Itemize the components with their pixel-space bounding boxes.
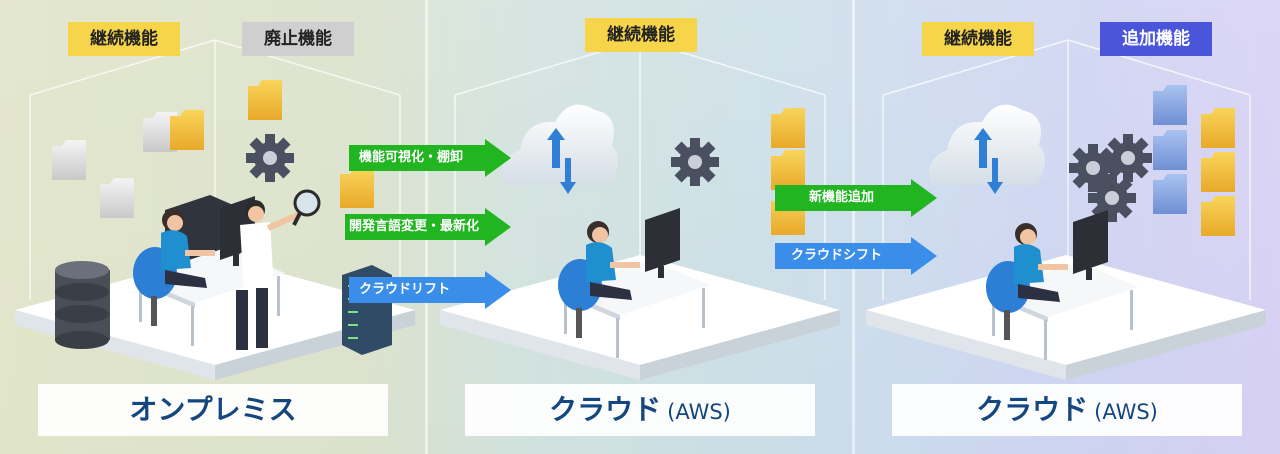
gear-icon [246, 134, 294, 182]
folder-icon [52, 140, 86, 180]
arrow-visualize: 機能可視化・棚卸 [349, 139, 511, 177]
label-aws1: クラウド(AWS) [465, 384, 815, 436]
folder-icon [100, 178, 134, 218]
folder-icon [1201, 152, 1235, 192]
folder-icon [170, 110, 204, 150]
label-text: クラウド [549, 393, 662, 426]
folder-icon [248, 80, 282, 120]
folder-icon [1153, 130, 1187, 170]
cloud-icon [502, 104, 619, 194]
arrow-lift: クラウドリフト [349, 271, 511, 309]
label-aws2: クラウド(AWS) [892, 384, 1242, 436]
folder-icon [1201, 196, 1235, 236]
folder-icon [1153, 174, 1187, 214]
label-suffix: (AWS) [1094, 400, 1158, 424]
tag-continue-aws2: 継続機能 [922, 22, 1034, 56]
tag-continue-aws1: 継続機能 [585, 18, 697, 52]
person-icon [236, 200, 302, 350]
arrow-new-feature: 新機能追加 [775, 179, 937, 217]
folder-icon [1153, 85, 1187, 125]
arrow-label: 開発言語変更・最新化 [345, 214, 487, 240]
label-text: クラウド [976, 393, 1089, 426]
magnifier-icon [292, 189, 321, 226]
arrow-label: 新機能追加 [775, 185, 913, 211]
arrow-label: クラウドシフト [775, 243, 913, 269]
tag-added-aws2: 追加機能 [1100, 22, 1212, 56]
arrow-head [911, 179, 937, 217]
label-suffix: (AWS) [667, 400, 731, 424]
arrow-label: クラウドリフト [349, 277, 487, 303]
tag-deprecated-onprem: 廃止機能 [242, 22, 354, 56]
arrow-head [485, 208, 511, 246]
arrow-head [485, 271, 511, 309]
cloud-icon [929, 104, 1046, 194]
gear-icon [671, 138, 719, 186]
panel-divider [852, 0, 855, 454]
label-text: オンプレミス [129, 393, 297, 426]
arrow-shift: クラウドシフト [775, 237, 937, 275]
arrow-modernize: 開発言語変更・最新化 [345, 208, 511, 246]
arrow-label: 機能可視化・棚卸 [349, 145, 487, 171]
folder-icon [771, 108, 805, 148]
label-onprem: オンプレミス [38, 384, 388, 436]
arrow-head [911, 237, 937, 275]
arrow-head [485, 139, 511, 177]
folder-icon [1201, 108, 1235, 148]
database-icon [55, 261, 110, 349]
tag-continue-onprem: 継続機能 [68, 22, 180, 56]
